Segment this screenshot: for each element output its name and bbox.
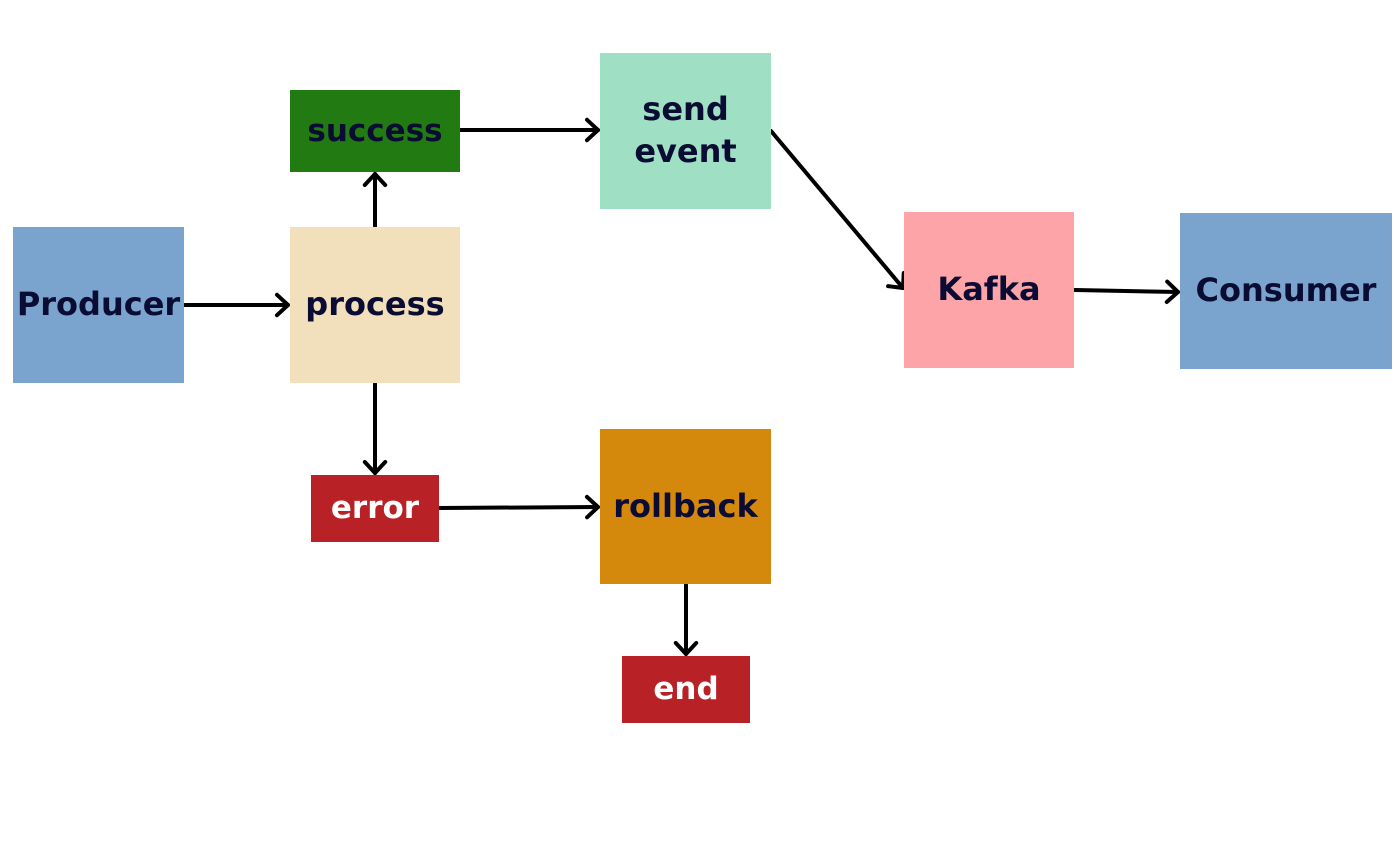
arrow-success-to-send-event xyxy=(458,117,600,143)
arrow-kafka-to-consumer xyxy=(1073,279,1180,304)
consumer-label: Consumer xyxy=(1195,271,1377,310)
producer-node: Producer xyxy=(13,227,184,383)
kafka-node: Kafka xyxy=(904,212,1074,368)
process-node: process xyxy=(290,227,460,383)
rollback-label: rollback xyxy=(613,486,758,525)
error-label: error xyxy=(330,490,420,527)
success-node: success xyxy=(290,90,460,172)
send-event-node: send event xyxy=(600,53,771,209)
send-event-label: send event xyxy=(634,90,737,170)
error-node: error xyxy=(311,475,439,542)
arrow-producer-to-process xyxy=(183,292,290,318)
rollback-node: rollback xyxy=(600,429,771,584)
arrow-process-to-error xyxy=(362,382,388,475)
arrow-send-event-to-kafka xyxy=(769,129,906,290)
kafka-label: Kafka xyxy=(937,270,1041,309)
arrow-rollback-to-end xyxy=(673,583,699,656)
success-label: success xyxy=(307,112,443,149)
arrow-process-to-success xyxy=(362,172,388,228)
process-label: process xyxy=(305,285,445,324)
producer-label: Producer xyxy=(16,285,181,324)
end-node: end xyxy=(622,656,750,723)
consumer-node: Consumer xyxy=(1180,213,1392,369)
end-label: end xyxy=(653,671,719,708)
arrow-error-to-rollback xyxy=(437,494,600,520)
